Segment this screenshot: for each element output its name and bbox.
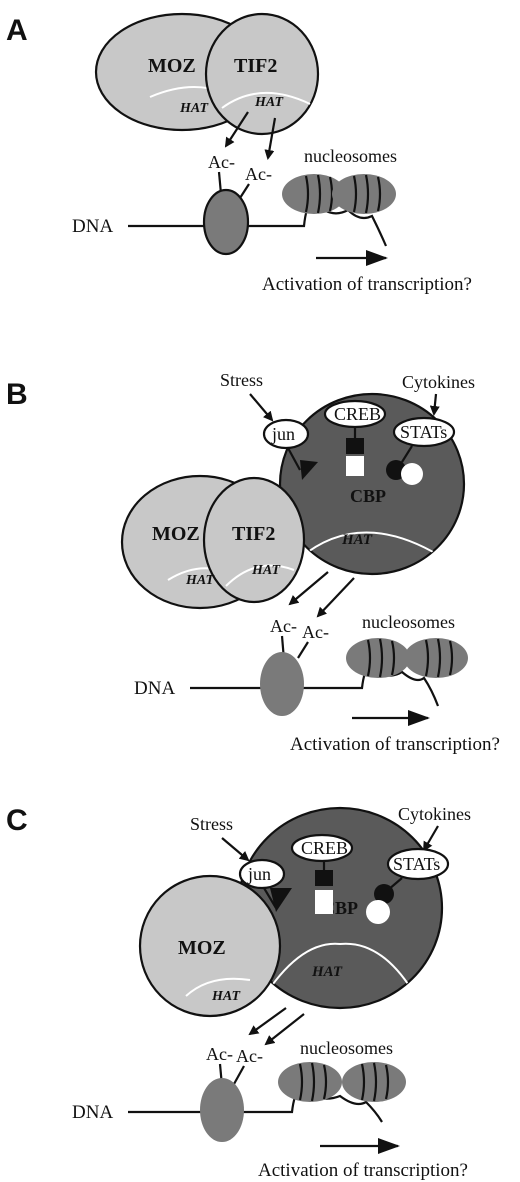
hat-label-moz-a: HAT [179, 101, 209, 116]
creb-square-b [346, 438, 364, 454]
jun-triangle-c [270, 888, 292, 912]
jun-bubble-c [238, 858, 286, 890]
hat-label-tif2-b: HAT [251, 563, 281, 578]
stats-label-c: STATs [393, 854, 440, 874]
acetylation-arrow-2-c [264, 1013, 305, 1046]
target-histone-b [260, 652, 304, 716]
stats-dot-b [386, 460, 406, 480]
creb-square-c [315, 870, 333, 886]
nucleosomes-label-c: nucleosomes [300, 1038, 393, 1058]
hat-label-cbp-c: HAT [311, 964, 343, 980]
cytokines-label-b: Cytokines [402, 372, 475, 392]
stats-label-b: STATs [400, 422, 447, 442]
cbp-label-b: CBP [350, 486, 386, 506]
nucleosome-2-c [342, 1062, 406, 1102]
dna-label-a: DNA [72, 216, 113, 237]
moz-label-b: MOZ [152, 523, 200, 545]
acetylation-arrow-1-c [248, 1007, 287, 1036]
nucleosome-2-b [404, 638, 468, 678]
stats-bubble-c [386, 847, 450, 881]
stats-dot-c [374, 884, 394, 904]
acetylation-arrow-2-a [264, 117, 277, 160]
cytokines-arrow-b [429, 393, 440, 416]
ac-tail-2-b [297, 641, 309, 659]
jun-linker-b [287, 447, 301, 471]
hat-label-cbp-b: HAT [341, 532, 373, 548]
tif2-label-a: TIF2 [234, 55, 277, 77]
panel-letter-a: A [6, 14, 28, 47]
panel-c: C MOZ HAT CBP HAT Stress jun CREB Cytoki… [6, 804, 471, 1181]
acetylation-arrow-1-b [288, 571, 329, 606]
activation-label-a: Activation of transcription? [262, 274, 472, 295]
moz-label-a: MOZ [148, 55, 196, 77]
tif2-label-b: TIF2 [232, 523, 275, 545]
panel-a: A MOZ TIF2 HAT HAT Ac- Ac- DNA nucleosom… [6, 12, 472, 295]
cytokines-label-c: Cytokines [398, 804, 471, 824]
jun-triangle-b [300, 460, 318, 480]
dna-label-c: DNA [72, 1102, 113, 1123]
hat-label-moz-c: HAT [211, 989, 241, 1004]
jun-label-c: jun [247, 864, 271, 884]
dna-label-b: DNA [134, 678, 175, 699]
ac-label-2-a: Ac- [245, 164, 272, 184]
creb-label-c: CREB [301, 838, 348, 858]
ac-tail-2-a [239, 183, 250, 199]
nucleosomes-label-a: nucleosomes [304, 146, 397, 166]
nucleosomes-label-b: nucleosomes [362, 612, 455, 632]
panel-letter-b: B [6, 378, 28, 411]
stats-bubble-b [392, 416, 456, 448]
nucleosome-2-a [332, 174, 396, 214]
stress-arrow-c [221, 837, 250, 862]
activation-label-c: Activation of transcription? [258, 1160, 468, 1181]
stats-linker-b [401, 445, 413, 463]
moz-protein-c [138, 874, 282, 1018]
acetylation-arrow-1-a [224, 111, 249, 148]
cytokines-arrow-c [422, 825, 439, 852]
hat-label-moz-b: HAT [185, 573, 215, 588]
creb-bubble-c [290, 833, 354, 863]
creb-socket-b [346, 456, 364, 476]
stress-label-b: Stress [220, 370, 263, 390]
ac-label-1-c: Ac- [206, 1044, 233, 1064]
creb-label-b: CREB [334, 404, 381, 424]
activation-label-b: Activation of transcription? [290, 734, 500, 755]
ac-label-1-b: Ac- [270, 616, 297, 636]
dna-strand-c [128, 1086, 383, 1123]
jun-label-b: jun [271, 424, 295, 444]
nucleosome-1-c [278, 1062, 342, 1102]
panel-letter-c: C [6, 804, 28, 837]
tif2-protein-a [204, 12, 320, 136]
ac-label-2-c: Ac- [236, 1046, 263, 1066]
acetylation-arrow-2-b [316, 577, 355, 618]
ac-tail-2-c [233, 1065, 245, 1085]
hat-label-tif2-a: HAT [254, 95, 284, 110]
jun-linker-c [263, 887, 277, 909]
stress-label-c: Stress [190, 814, 233, 834]
ac-label-2-b: Ac- [302, 622, 329, 642]
nucleosome-1-b [346, 638, 410, 678]
stats-socket-c [366, 900, 390, 924]
ac-label-1-a: Ac- [208, 152, 235, 172]
stats-socket-b [401, 463, 423, 485]
creb-socket-c [315, 890, 333, 914]
stress-arrow-b [249, 393, 274, 422]
moz-label-c: MOZ [178, 937, 226, 959]
jun-bubble-b [262, 418, 310, 450]
target-histone-c [200, 1078, 244, 1142]
tif2-protein-b [202, 476, 306, 604]
panel-b: B MOZ TIF2 HAT HAT CBP HAT Stress jun C [6, 370, 500, 755]
target-histone-a [202, 188, 250, 256]
